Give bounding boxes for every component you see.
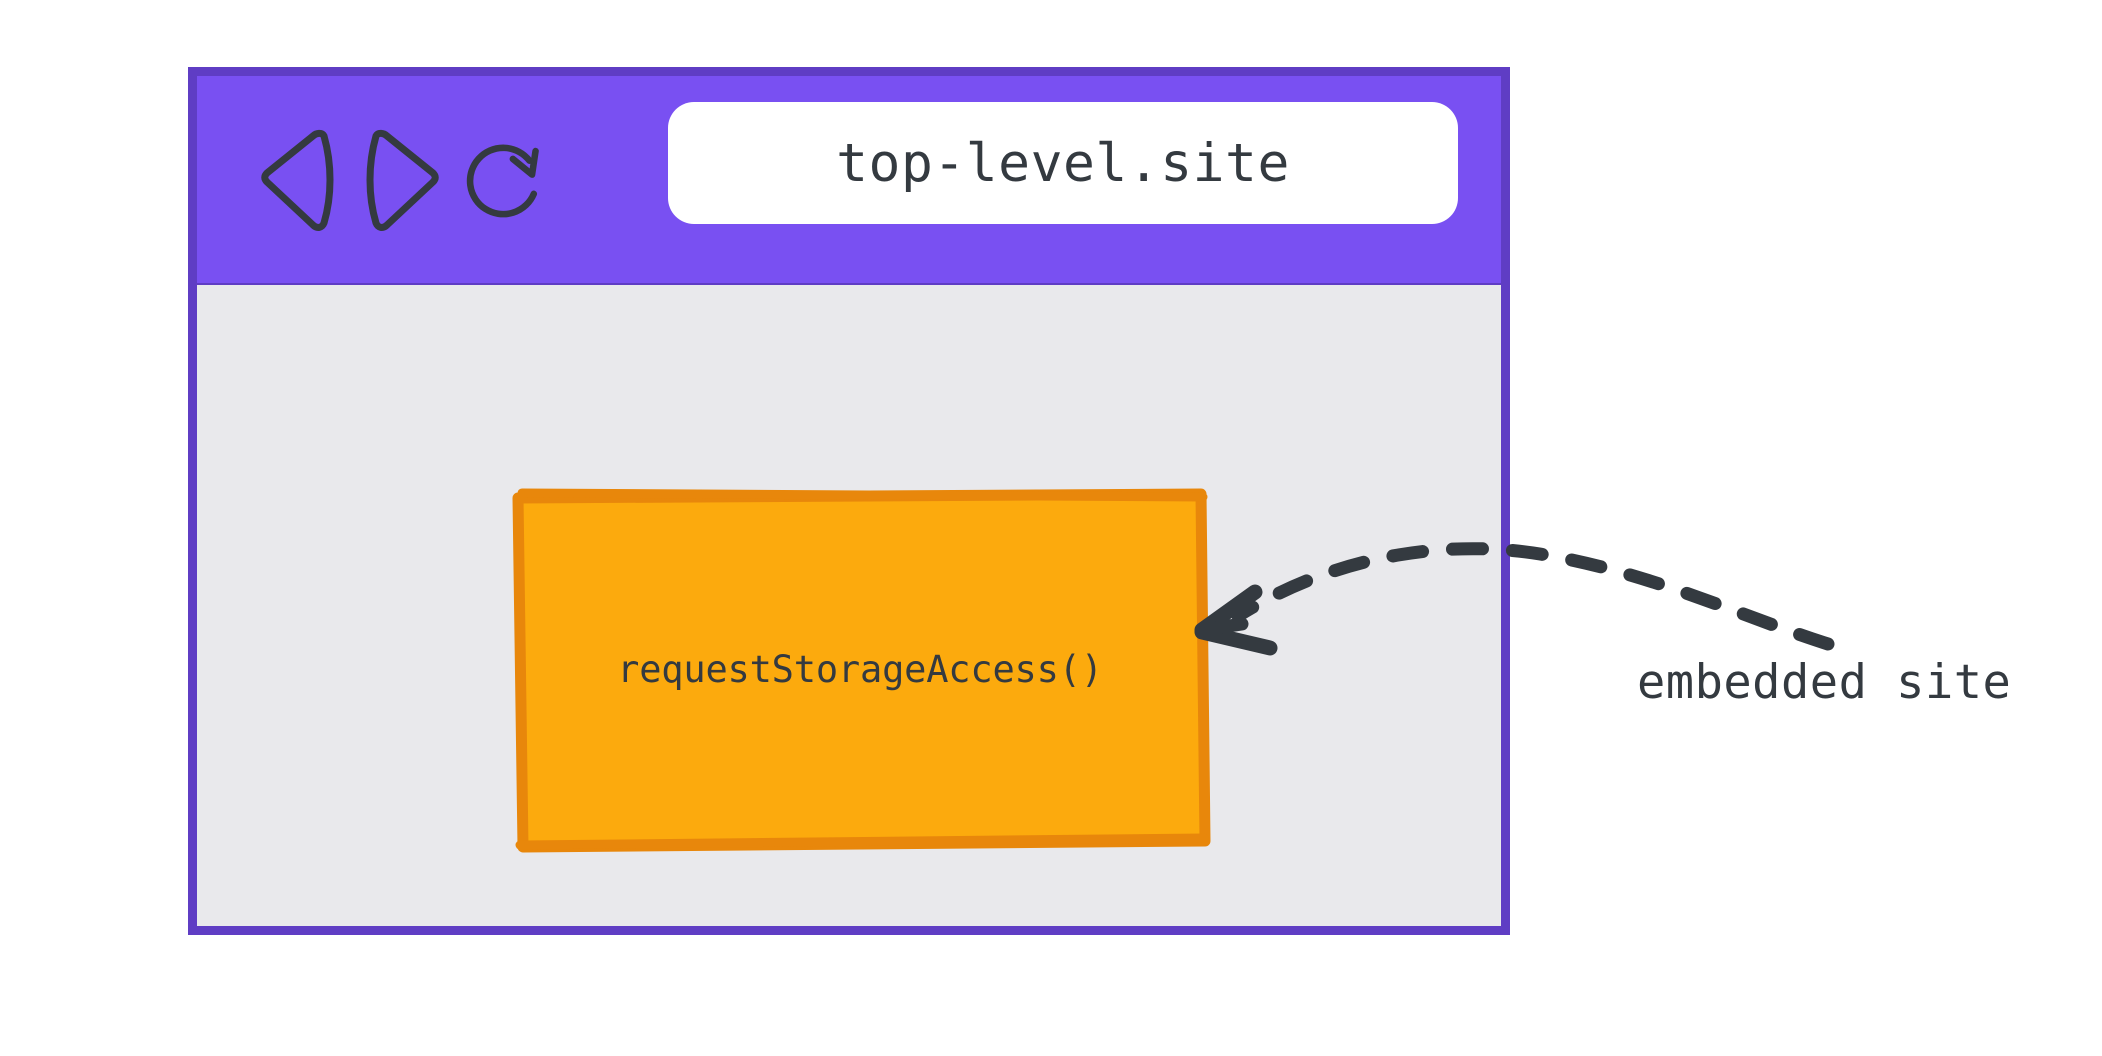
annotation-label: embedded site [1637, 655, 2012, 710]
url-input[interactable]: top-level.site [836, 132, 1290, 194]
forward-button[interactable] [352, 124, 448, 234]
url-bar[interactable]: top-level.site [668, 102, 1458, 224]
forward-triangle-icon [366, 129, 439, 231]
embedded-iframe-box[interactable]: requestStorageAccess() [512, 488, 1211, 853]
back-triangle-icon [261, 129, 334, 231]
browser-toolbar: top-level.site [188, 67, 1510, 292]
reload-button[interactable] [457, 124, 553, 234]
reload-circular-arrow-icon [466, 144, 539, 218]
embedded-iframe-rect [512, 488, 1211, 853]
back-button[interactable] [252, 124, 348, 234]
navigation-controls [252, 124, 572, 234]
